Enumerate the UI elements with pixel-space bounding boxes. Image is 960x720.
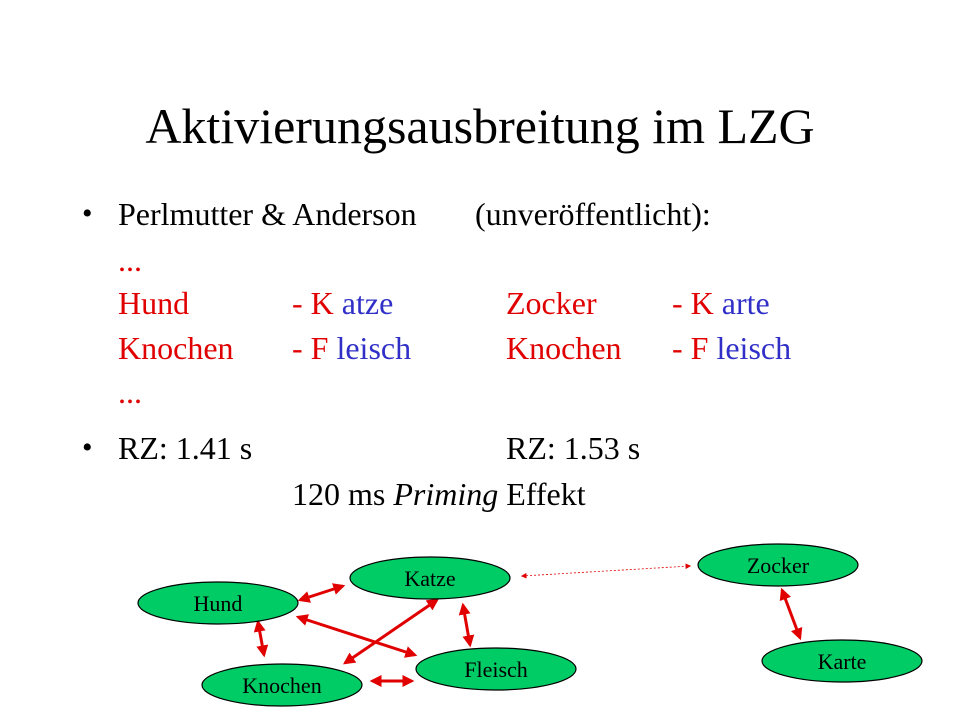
reaction-time-a: RZ: 1.41 s bbox=[118, 430, 253, 466]
target-prefix: - K bbox=[292, 285, 334, 321]
target-word-karte: - K arte bbox=[672, 285, 770, 321]
node-karte: Karte bbox=[761, 639, 923, 683]
effect-italic: Priming bbox=[393, 476, 499, 512]
link-katze-zocker bbox=[520, 563, 692, 579]
ellipsis-bottom: ... bbox=[118, 374, 142, 410]
link-hund-knochen bbox=[253, 619, 269, 658]
link-hund-fleisch bbox=[295, 614, 418, 658]
target-prefix: - F bbox=[672, 330, 709, 366]
link-zocker-karte bbox=[779, 587, 803, 641]
node-label-fleisch: Fleisch bbox=[464, 657, 528, 682]
link-hund-katze bbox=[297, 583, 346, 603]
node-knochen: Knochen bbox=[201, 663, 363, 707]
reaction-time-b: RZ: 1.53 s bbox=[506, 430, 641, 466]
target-word-fleisch-b: - F leisch bbox=[672, 330, 791, 366]
node-label-zocker: Zocker bbox=[747, 553, 810, 578]
link-katze-knochen bbox=[343, 598, 439, 665]
bullet-dot: • bbox=[82, 431, 93, 464]
source-text: Perlmutter & Anderson bbox=[118, 196, 417, 232]
bullet-dot: • bbox=[82, 197, 93, 230]
prime-word-hund: Hund bbox=[118, 285, 190, 321]
node-fleisch: Fleisch bbox=[415, 647, 577, 691]
target-suffix: atze bbox=[333, 285, 394, 321]
priming-effect: 120 ms Priming Effekt bbox=[292, 476, 586, 512]
link-katze-fleisch bbox=[458, 602, 475, 648]
ellipsis-top: ... bbox=[118, 242, 142, 278]
node-label-karte: Karte bbox=[818, 649, 867, 674]
node-katze: Katze bbox=[349, 556, 511, 600]
effect-prefix: 120 ms bbox=[292, 476, 394, 512]
target-prefix: - F bbox=[292, 330, 329, 366]
node-label-hund: Hund bbox=[194, 591, 243, 616]
target-suffix: leisch bbox=[708, 330, 792, 366]
slide-title: Aktivierungsausbreitung im LZG bbox=[145, 98, 815, 154]
target-prefix: - K bbox=[672, 285, 714, 321]
node-label-knochen: Knochen bbox=[242, 673, 321, 698]
effect-suffix: Effekt bbox=[498, 476, 586, 512]
source-note: (unveröffentlicht): bbox=[475, 196, 711, 232]
target-suffix: arte bbox=[713, 285, 770, 321]
node-hund: Hund bbox=[137, 581, 299, 625]
prime-word-zocker: Zocker bbox=[506, 285, 597, 321]
node-label-katze: Katze bbox=[404, 566, 455, 591]
prime-word-knochen-b: Knochen bbox=[506, 330, 622, 366]
target-suffix: leisch bbox=[328, 330, 412, 366]
node-zocker: Zocker bbox=[697, 543, 859, 587]
target-word-katze: - K atze bbox=[292, 285, 393, 321]
prime-word-knochen-a: Knochen bbox=[118, 330, 234, 366]
target-word-fleisch-a: - F leisch bbox=[292, 330, 411, 366]
